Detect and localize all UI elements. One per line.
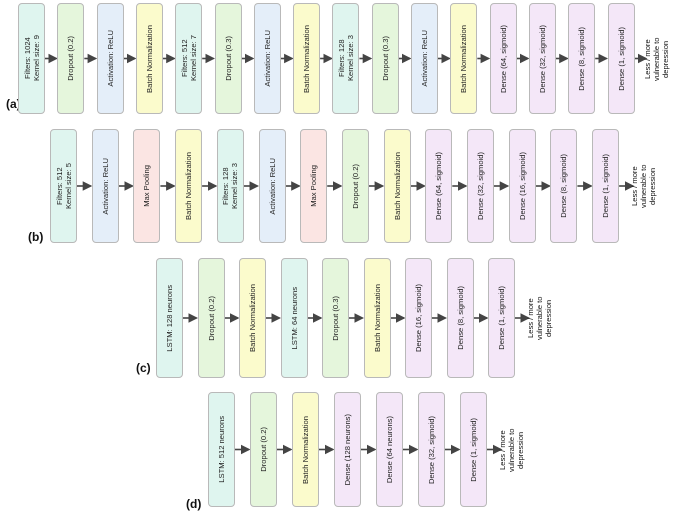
layer-dense: Dense (64 neurons) bbox=[376, 392, 403, 507]
layer-batchnorm: Batch Normalization bbox=[383, 129, 411, 243]
layer-dense: Dense (16, sigmoid) bbox=[508, 129, 536, 243]
layer-dropout: Dropout (0.2) bbox=[250, 392, 277, 507]
layer-activation: Activation: ReLU bbox=[258, 129, 286, 243]
layer-label: Dense (64 neurons) bbox=[385, 415, 394, 484]
layer-label: LSTM: 512 neurons bbox=[217, 416, 226, 483]
layer-batchnorm: Batch Normalization bbox=[450, 3, 478, 114]
layer-batchnorm: Batch Normalization bbox=[363, 258, 391, 378]
layer-batchnorm: Batch Normalization bbox=[292, 392, 319, 507]
layer-conv: Filters: 1024 Kernel size: 9 bbox=[18, 3, 45, 114]
layer-lstm: LSTM: 512 neurons bbox=[208, 392, 235, 507]
layer-dense: Dense (1, sigmoid) bbox=[607, 3, 635, 114]
layer-dense: Dense (64, sigmoid) bbox=[489, 3, 517, 114]
layer-conv: Filters: 128 Kernel size: 3 bbox=[216, 129, 244, 243]
layer-dense: Dense (1, sigmoid) bbox=[488, 258, 515, 378]
layer-dense: Dense (64, sigmoid) bbox=[425, 129, 453, 243]
output-label: Less / more vulnerable to depression bbox=[498, 427, 525, 472]
panel-label: (c) bbox=[136, 361, 151, 375]
layer-dropout: Dropout (0.2) bbox=[341, 129, 369, 243]
layer-dense: Dense (32, sigmoid) bbox=[528, 3, 556, 114]
layer-label: Dense (32, sigmoid) bbox=[427, 415, 436, 484]
layer-pool: Max Pooling bbox=[133, 129, 161, 243]
layer-batchnorm: Batch Normalization bbox=[239, 258, 266, 378]
layer-batchnorm: Batch Normalization bbox=[293, 3, 321, 114]
layer-dense: Dense (8, sigmoid) bbox=[550, 129, 578, 243]
layer-conv: Filters: 512 Kernel size: 7 bbox=[175, 3, 203, 114]
layer-dense: Dense (1, sigmoid) bbox=[592, 129, 620, 243]
panel-label: (a) bbox=[6, 97, 21, 111]
layer-activation: Activation: ReLU bbox=[96, 3, 124, 114]
layer-dense: Dense (8, sigmoid) bbox=[446, 258, 474, 378]
layer-lstm: LSTM: 64 neurons bbox=[280, 258, 308, 378]
layer-dropout: Dropout (0.2) bbox=[197, 258, 225, 378]
layer-activation: Activation: ReLU bbox=[411, 3, 438, 114]
layer-label: Dropout (0.2) bbox=[259, 427, 268, 472]
layer-dense: Dense (32, sigmoid) bbox=[467, 129, 494, 243]
layer-label: Batch Normalization bbox=[301, 415, 310, 484]
layer-label: Dense (1, sigmoid) bbox=[469, 417, 478, 482]
layer-dropout: Dropout (0.2) bbox=[57, 3, 85, 114]
layer-dense: Dense (8, sigmoid) bbox=[568, 3, 596, 114]
layer-dense: Dense (128 neurons) bbox=[334, 392, 361, 507]
layer-dropout: Dropout (0.3) bbox=[322, 258, 349, 378]
layer-conv: Filters: 512 Kernel size: 5 bbox=[50, 129, 77, 243]
layer-dropout: Dropout (0.3) bbox=[371, 3, 399, 114]
layer-conv: Filters: 128 Kernel size: 3 bbox=[332, 3, 360, 114]
layer-batchnorm: Batch Normalization bbox=[135, 3, 163, 114]
panel-label: (d) bbox=[186, 497, 202, 511]
layer-activation: Activation: ReLU bbox=[91, 129, 119, 243]
layer-lstm: LSTM: 128 neurons bbox=[156, 258, 183, 378]
layer-pool: Max Pooling bbox=[300, 129, 328, 243]
panel-label: (b) bbox=[28, 230, 44, 244]
layer-dense: Dense (32, sigmoid) bbox=[418, 392, 445, 507]
layer-dropout: Dropout (0.3) bbox=[214, 3, 242, 114]
layer-dense: Dense (16, sigmoid) bbox=[405, 258, 432, 378]
layer-activation: Activation: ReLU bbox=[253, 3, 281, 114]
layer-batchnorm: Batch Normalization bbox=[175, 129, 203, 243]
layer-dense: Dense (1, sigmoid) bbox=[460, 392, 487, 507]
layer-label: Dense (128 neurons) bbox=[343, 413, 352, 486]
